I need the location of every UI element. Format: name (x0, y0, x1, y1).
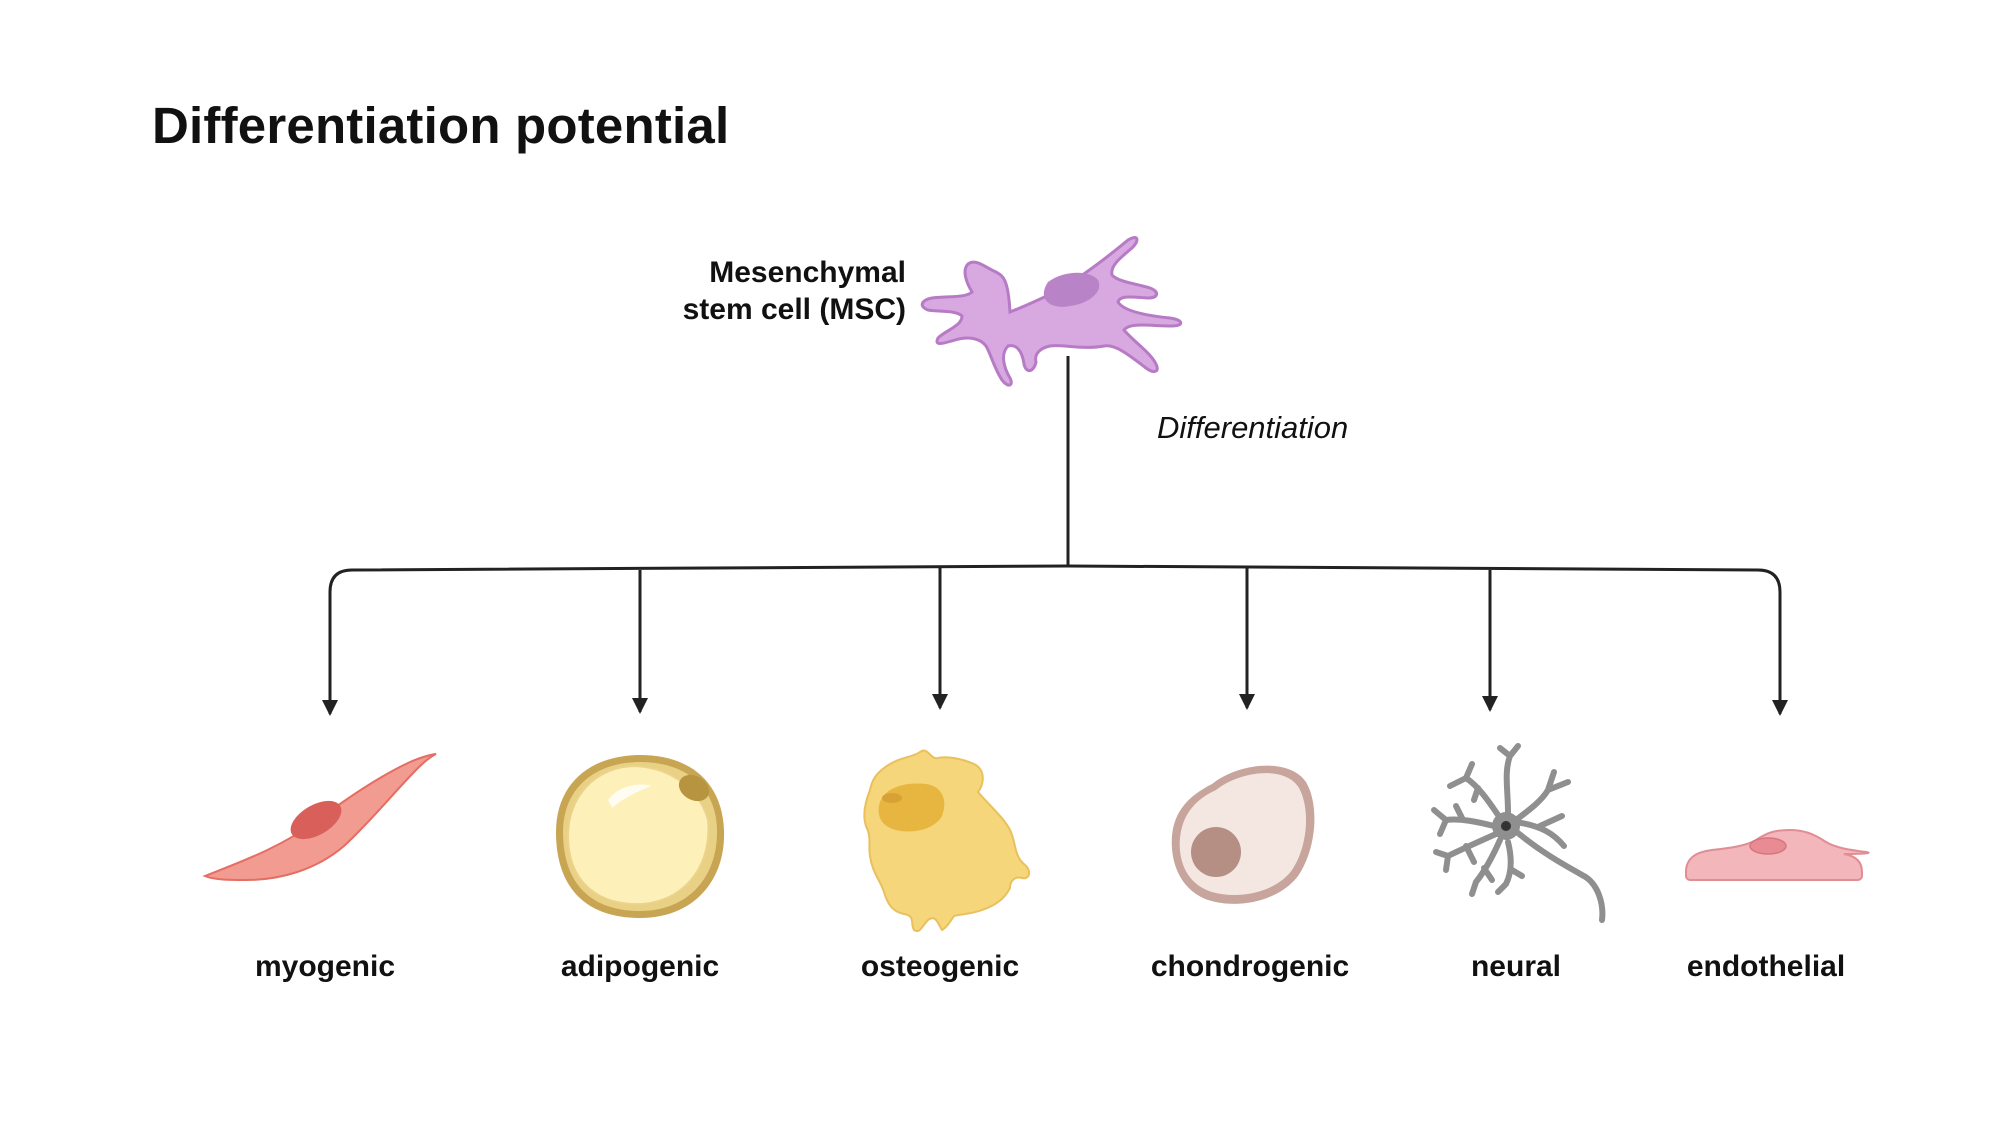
target-label-endothelial: endothelial (1686, 950, 1846, 983)
msc-label-line2: stem cell (MSC) (682, 293, 906, 326)
neuron-soma (1492, 812, 1520, 840)
cartilage-cell-icon (1171, 765, 1315, 904)
target-label-myogenic: myogenic (254, 950, 396, 983)
arrow-chondrogenic (1239, 694, 1255, 710)
page-title: Differentiation potential (152, 97, 730, 154)
target-label-adipogenic: adipogenic (560, 950, 720, 983)
branch-left (328, 564, 1069, 714)
arrow-neural (1482, 696, 1498, 712)
arrow-myogenic (322, 700, 338, 716)
arrow-endothelial (1772, 700, 1788, 716)
target-label-neural: neural (1470, 950, 1562, 983)
target-label-chondrogenic: chondrogenic (1150, 950, 1350, 983)
arrow-osteogenic (932, 694, 948, 710)
arrow-adipogenic (632, 698, 648, 714)
fat-cell-icon (556, 755, 725, 918)
msc-label-line1: Mesenchymal (709, 256, 906, 289)
differentiation-label: Differentiation (1157, 410, 1349, 445)
bone-cell-icon (863, 749, 1030, 932)
msc-label: Mesenchymal stem cell (MSC) (683, 254, 906, 328)
endothelial-cell-icon (1685, 828, 1870, 881)
branch-connectors (328, 356, 1782, 714)
neuron-icon (1431, 743, 1606, 923)
mesenchymal-stem-cell-icon (920, 236, 1183, 387)
target-label-osteogenic: osteogenic (860, 950, 1020, 983)
arrowheads (322, 694, 1788, 716)
muscle-cell-icon (202, 753, 437, 882)
branch-right (1067, 564, 1782, 714)
